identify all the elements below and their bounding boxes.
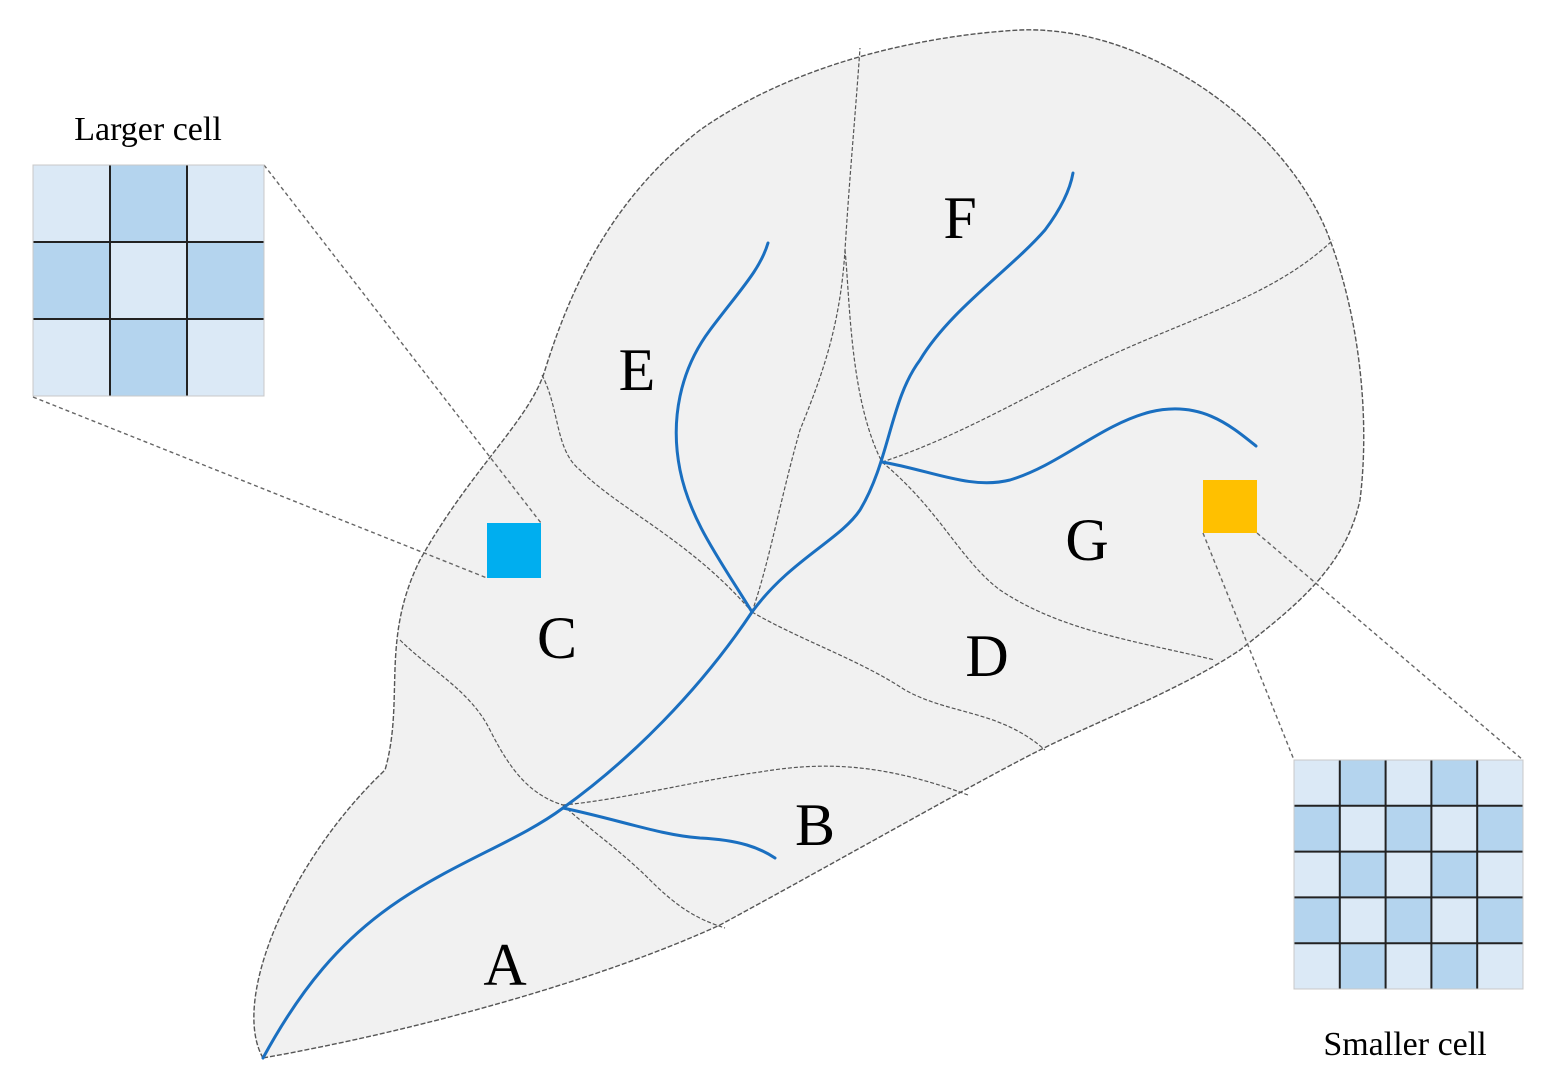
main-channel — [261, 171, 1075, 1060]
divide-a-b — [562, 804, 726, 929]
smaller-grid-cell — [1294, 805, 1340, 852]
leader-larger-bottom — [32, 396, 488, 579]
larger-grid-cell — [110, 319, 187, 396]
leader-smaller-right — [1256, 532, 1524, 761]
divide-a-c — [399, 639, 564, 806]
larger-grid-frame — [32, 164, 265, 397]
smaller-grid-cell — [1294, 943, 1340, 989]
smaller-grid-frame — [1293, 759, 1524, 990]
region-label-a: A — [483, 932, 526, 998]
larger-grid-cell — [187, 319, 264, 396]
leader-smaller-left — [1202, 532, 1295, 761]
region-label-c: C — [537, 605, 577, 671]
divide-c-d — [751, 611, 1046, 751]
smaller-grid-cell — [1385, 760, 1432, 806]
larger-grid-cell — [187, 242, 264, 319]
smaller-cell-marker — [1203, 480, 1257, 533]
leader-larger-top — [263, 164, 542, 524]
divide-f-g — [844, 249, 883, 463]
smaller-grid-cell — [1477, 897, 1523, 944]
smaller-grid-cell — [1477, 805, 1523, 852]
smaller-grid-cell — [1431, 851, 1478, 898]
divide-c-e — [541, 374, 753, 613]
smaller-grid-cell — [1431, 805, 1478, 852]
larger-grid-cell — [110, 165, 187, 242]
region-labels: A B C D E F G — [483, 185, 1108, 998]
smaller-grid-cell — [1339, 760, 1386, 806]
smaller-grid-cell — [1294, 897, 1340, 944]
smaller-grid-cell — [1294, 851, 1340, 898]
tributary-g — [880, 407, 1258, 485]
region-label-b: B — [795, 792, 835, 858]
larger-cell-grid — [32, 164, 265, 397]
smaller-grid-cell — [1294, 760, 1340, 806]
smaller-cell-caption: Smaller cell — [1323, 1026, 1486, 1063]
divide-b-d — [562, 765, 969, 806]
river-network — [261, 171, 1258, 1060]
smaller-grid-cell — [1385, 943, 1432, 989]
smaller-grid-cell — [1477, 760, 1523, 806]
larger-grid-cell — [33, 242, 110, 319]
larger-grid-cell — [110, 242, 187, 319]
sub-basin-divides — [399, 47, 1334, 929]
callout-leaders — [32, 164, 1524, 761]
region-label-f: F — [943, 185, 976, 251]
smaller-grid-cell — [1385, 805, 1432, 852]
smaller-grid-cell — [1339, 943, 1386, 989]
basin-outline — [253, 29, 1365, 1059]
smaller-cell-grid — [1293, 759, 1524, 990]
smaller-grid-cell — [1385, 851, 1432, 898]
larger-grid-cell — [33, 165, 110, 242]
region-label-e: E — [619, 337, 656, 403]
smaller-grid-cell — [1385, 897, 1432, 944]
larger-grid-cell — [33, 319, 110, 396]
smaller-grid-cell — [1339, 805, 1386, 852]
region-label-g: G — [1065, 507, 1108, 573]
smaller-grid-cell — [1431, 943, 1478, 989]
tributary-b — [561, 806, 777, 860]
larger-grid-cell — [187, 165, 264, 242]
divide-f-top-g — [881, 239, 1334, 463]
tributary-e — [674, 241, 770, 614]
larger-cell-caption: Larger cell — [74, 111, 222, 148]
smaller-grid-cell — [1477, 943, 1523, 989]
smaller-grid-cell — [1431, 760, 1478, 806]
smaller-grid-cell — [1431, 897, 1478, 944]
smaller-grid-cell — [1339, 851, 1386, 898]
smaller-grid-cell — [1477, 851, 1523, 898]
larger-cell-marker — [487, 523, 541, 578]
smaller-grid-cell — [1339, 897, 1386, 944]
divide-d-g — [881, 461, 1216, 661]
divide-e-f — [751, 47, 861, 613]
region-label-d: D — [965, 623, 1008, 689]
